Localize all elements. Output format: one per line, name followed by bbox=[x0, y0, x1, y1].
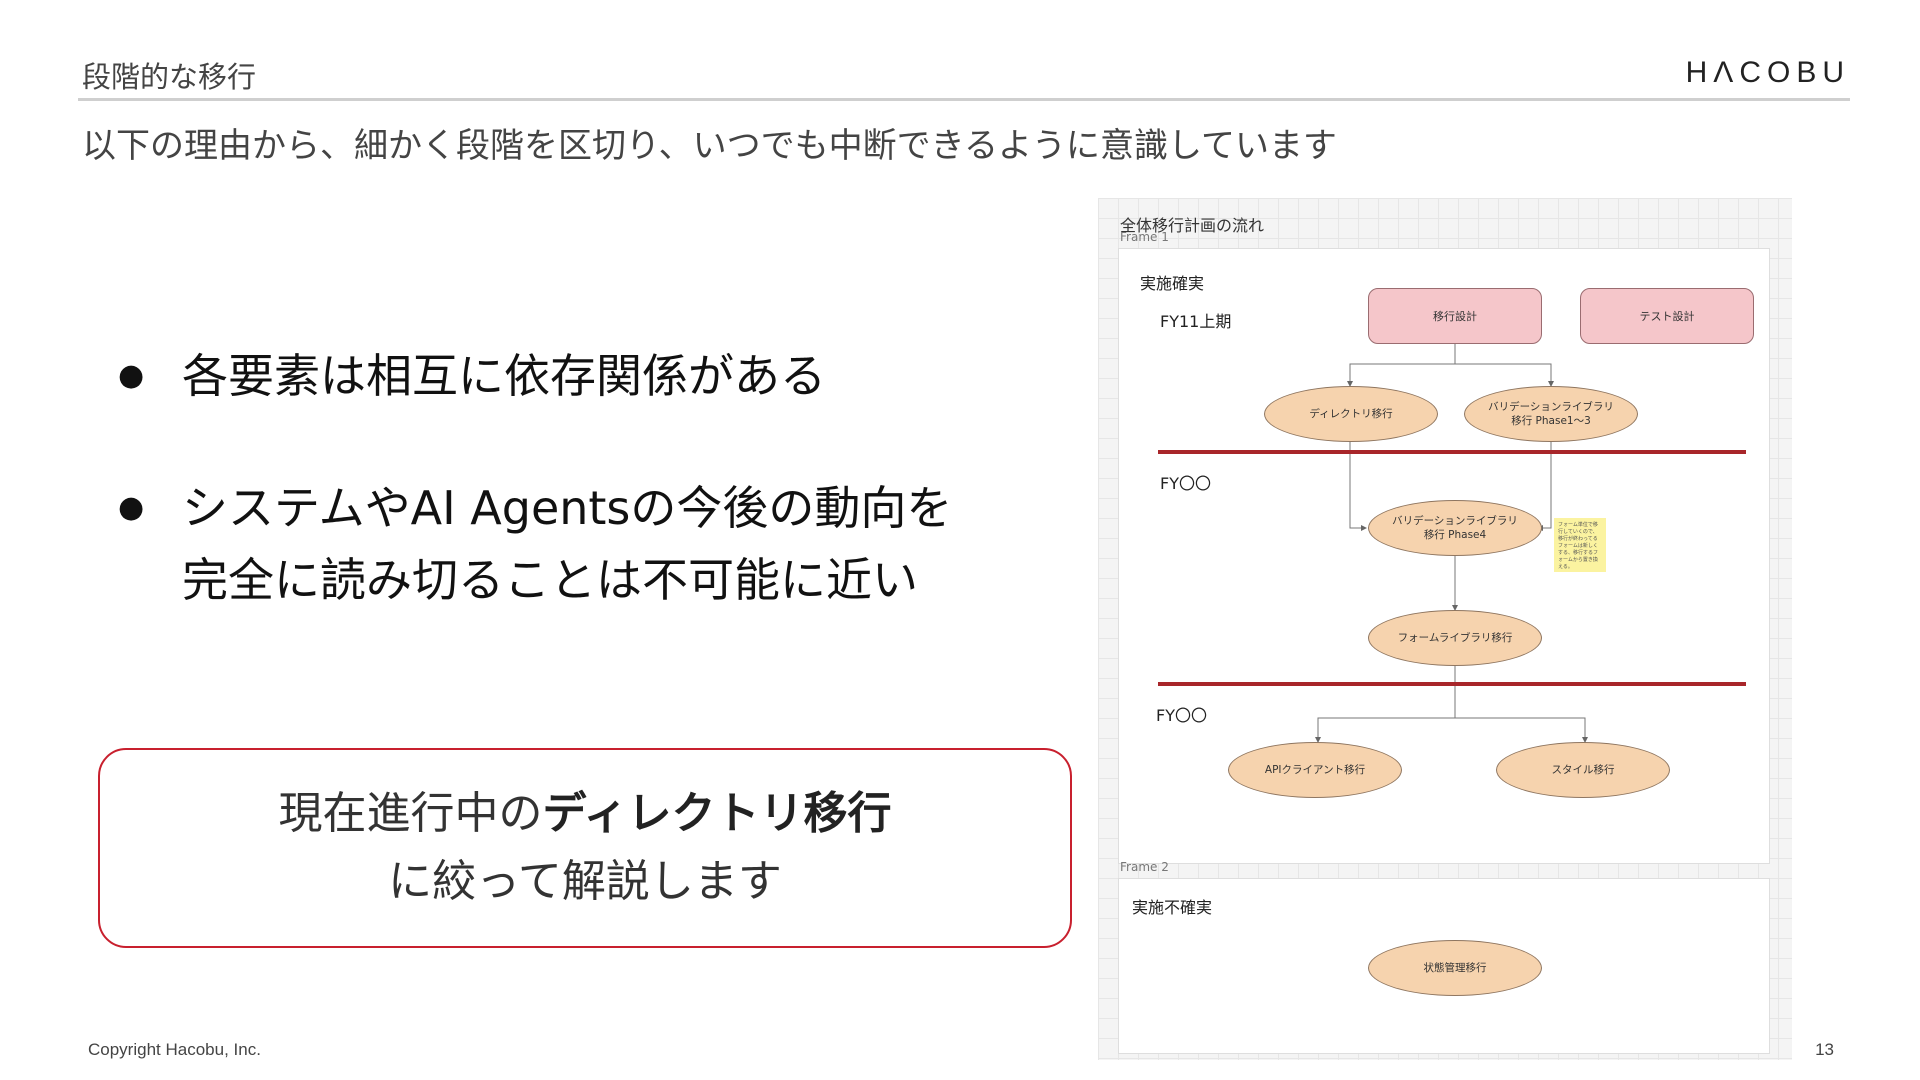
bullet-dot-icon: ● bbox=[118, 490, 145, 525]
node-label: バリデーションライブラリ bbox=[1392, 515, 1518, 527]
node-label: スタイル移行 bbox=[1551, 764, 1615, 776]
period-divider bbox=[1158, 682, 1746, 686]
callout-line1: 現在進行中のディレクトリ移行 bbox=[100, 780, 1070, 848]
node-form-library-migration: フォームライブラリ移行 bbox=[1368, 610, 1542, 666]
node-test-design: テスト設計 bbox=[1580, 288, 1754, 344]
diagram-title: 全体移行計画の流れ bbox=[1120, 216, 1265, 235]
hacobu-logo: HΛCOBU bbox=[1685, 56, 1850, 89]
node-directory-migration: ディレクトリ移行 bbox=[1264, 386, 1438, 442]
callout-highlight: ディレクトリ移行 bbox=[542, 788, 892, 839]
slide-title: 段階的な移行 bbox=[82, 60, 257, 94]
edge-form-to-api bbox=[1315, 664, 1456, 743]
node-label: フォームライブラリ移行 bbox=[1397, 632, 1513, 644]
node-label: ディレクトリ移行 bbox=[1309, 408, 1393, 420]
period-divider bbox=[1158, 450, 1746, 454]
bullet-text: 各要素は相互に依存関係がある bbox=[182, 349, 826, 403]
edge-form-to-style bbox=[1455, 717, 1588, 743]
page-number: 13 bbox=[1815, 1040, 1834, 1059]
edge-design-to-directory bbox=[1347, 344, 1456, 387]
node-state-management-migration: 状態管理移行 bbox=[1368, 940, 1542, 996]
header-divider bbox=[78, 98, 1850, 101]
node-label: バリデーションライブラリ bbox=[1488, 401, 1614, 413]
bullet-text: 完全に読み切ることは不可能に近い bbox=[182, 553, 918, 607]
node-label: 状態管理移行 bbox=[1423, 962, 1487, 974]
frame2-label: Frame 2 bbox=[1120, 860, 1169, 874]
lead-text: 以下の理由から、細かく段階を区切り、いつでも中断できるように意識しています bbox=[82, 126, 1337, 166]
callout-prefix: 現在進行中の bbox=[278, 788, 543, 839]
section-certain-label: 実施確実 bbox=[1140, 274, 1205, 293]
edge-directory-to-p4 bbox=[1349, 432, 1367, 531]
node-validation-phase1-3: バリデーションライブラリ移行 Phase1〜3 bbox=[1464, 386, 1638, 442]
bullet-list: ● 各要素は相互に依存関係がある ● システムやAI Agentsの今後の動向を… bbox=[110, 340, 1010, 676]
edge-design-to-validation bbox=[1455, 363, 1554, 387]
section-uncertain-label: 実施不確実 bbox=[1132, 898, 1213, 917]
period-label-fy11: FY11上期 bbox=[1160, 312, 1232, 331]
bullet-item: ● 各要素は相互に依存関係がある bbox=[110, 340, 1010, 412]
callout-line2: に絞って解説します bbox=[388, 856, 782, 907]
edge-validation-to-p4 bbox=[1537, 432, 1552, 531]
migration-plan-diagram: 全体移行計画の流れ Frame 1 Frame 2 実施確実 FY11上期 FY… bbox=[1098, 198, 1792, 1060]
node-label: 移行 Phase1〜3 bbox=[1511, 415, 1591, 427]
frame1-label: Frame 1 bbox=[1120, 230, 1169, 244]
node-validation-phase4: バリデーションライブラリ移行 Phase4 bbox=[1368, 500, 1542, 556]
diagram-connectors bbox=[1315, 344, 1588, 743]
node-migration-design: 移行設計 bbox=[1368, 288, 1542, 344]
bullet-item: ● システムやAI Agentsの今後の動向を 完全に読み切ることは不可能に近い bbox=[110, 472, 1010, 616]
period-label-fy2: FY〇〇 bbox=[1160, 474, 1211, 493]
sticky-note: フォーム単位で移行していくので、移行が終わってるフォームは新しくする、移行するフ… bbox=[1554, 518, 1606, 572]
copyright-footer: Copyright Hacobu, Inc. bbox=[88, 1040, 261, 1059]
bullet-dot-icon: ● bbox=[118, 358, 145, 393]
period-label-fy3: FY〇〇 bbox=[1156, 706, 1207, 725]
node-label: APIクライアント移行 bbox=[1264, 764, 1366, 776]
node-label: 移行 Phase4 bbox=[1423, 529, 1487, 541]
node-style-migration: スタイル移行 bbox=[1496, 742, 1670, 798]
node-api-client-migration: APIクライアント移行 bbox=[1228, 742, 1402, 798]
callout-box: 現在進行中のディレクトリ移行 に絞って解説します bbox=[98, 748, 1072, 948]
bullet-text: システムやAI Agentsの今後の動向を bbox=[182, 481, 953, 535]
